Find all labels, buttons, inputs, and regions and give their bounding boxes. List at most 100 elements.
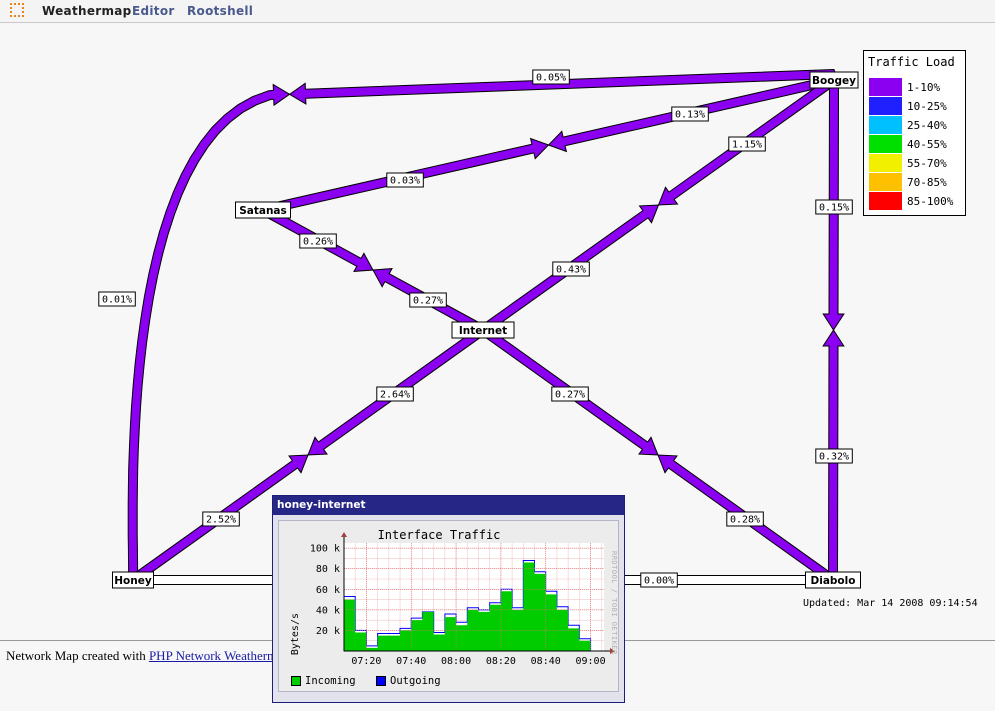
app-logo-icon xyxy=(10,3,24,17)
graph-legend-incoming: Incoming xyxy=(291,675,356,687)
legend-label: 1-10% xyxy=(907,81,941,94)
legend-label: 10-25% xyxy=(907,100,947,113)
node-internet[interactable]: Internet xyxy=(451,321,515,339)
x-tick-label: 08:40 xyxy=(531,656,561,667)
node-boogey[interactable]: Boogey xyxy=(809,71,859,89)
updated-timestamp: Updated: Mar 14 2008 09:14:54 xyxy=(803,598,978,609)
svg-text:0.32%: 0.32% xyxy=(819,452,849,463)
graph-legend-outgoing: Outgoing xyxy=(376,675,441,687)
x-tick-label: 07:20 xyxy=(351,656,381,667)
graph-legend-label: Incoming xyxy=(305,675,356,687)
popup-title: honey-internet xyxy=(273,496,624,515)
y-tick-label: 80 k xyxy=(316,564,340,575)
y-tick-label: 100 k xyxy=(310,544,340,555)
legend-swatch xyxy=(869,154,902,172)
link-boogey-diabolo[interactable] xyxy=(822,79,845,581)
series-incoming-area xyxy=(344,562,591,651)
legend-label: 70-85% xyxy=(907,176,947,189)
x-tick-label: 08:00 xyxy=(441,656,471,667)
legend-label: 55-70% xyxy=(907,157,947,170)
svg-text:Satanas: Satanas xyxy=(239,205,287,217)
rootshell-link[interactable]: Rootshell xyxy=(187,4,254,18)
svg-text:0.15%: 0.15% xyxy=(819,203,849,214)
svg-text:1.15%: 1.15% xyxy=(732,140,762,151)
editor-link[interactable]: Editor xyxy=(132,4,175,18)
legend-item: 85-100% xyxy=(869,192,963,211)
x-tick-label: 09:00 xyxy=(575,656,605,667)
link-load-label: 0.13% xyxy=(671,106,709,122)
svg-text:Internet: Internet xyxy=(459,325,507,337)
legend-label: 25-40% xyxy=(907,119,947,132)
legend-item: 1-10% xyxy=(869,78,963,97)
node-honey[interactable]: Honey xyxy=(112,571,154,589)
graph-legend-label: Outgoing xyxy=(390,675,441,687)
footer: Network Map created with PHP Network Wea… xyxy=(6,648,277,664)
svg-text:0.28%: 0.28% xyxy=(730,515,760,526)
link-load-label: 0.00% xyxy=(640,572,678,588)
x-axis-arrow xyxy=(610,648,615,654)
svg-text:0.05%: 0.05% xyxy=(536,73,566,84)
link-load-label: 0.01% xyxy=(98,291,136,307)
link-load-label: 0.03% xyxy=(386,172,424,188)
legend-swatch xyxy=(869,173,902,191)
footer-link[interactable]: PHP Network Weatherm xyxy=(148,648,278,663)
legend-swatch xyxy=(869,135,902,153)
link-load-label: 0.28% xyxy=(726,511,764,527)
link-load-label: 0.32% xyxy=(815,448,853,464)
app-title: Weathermap xyxy=(42,4,132,18)
svg-text:0.27%: 0.27% xyxy=(413,296,443,307)
legend-label: 40-55% xyxy=(907,138,947,151)
y-tick-label: 20 k xyxy=(316,626,340,637)
graph-y-axis-label: Bytes/s xyxy=(290,613,301,656)
top-toolbar: Weathermap Editor Rootshell xyxy=(0,0,995,23)
legend-item: 40-55% xyxy=(869,135,963,154)
legend-item: 10-25% xyxy=(869,97,963,116)
graph-credit: RRDTOOL / TOBI OETIKER xyxy=(610,551,618,655)
svg-text:0.26%: 0.26% xyxy=(303,237,333,248)
legend-item: 70-85% xyxy=(869,173,963,192)
legend-swatch xyxy=(869,116,902,134)
link-load-label: 0.05% xyxy=(532,69,570,85)
svg-text:0.03%: 0.03% xyxy=(390,176,420,187)
link-load-label: 0.27% xyxy=(409,292,447,308)
svg-text:0.43%: 0.43% xyxy=(556,265,586,276)
svg-text:2.64%: 2.64% xyxy=(380,390,410,401)
node-satanas[interactable]: Satanas xyxy=(235,201,291,219)
traffic-load-legend: Traffic Load 1-10% 10-25% 25-40% 40-55% … xyxy=(863,50,966,216)
svg-text:Honey: Honey xyxy=(114,575,152,587)
link-arrow[interactable] xyxy=(127,83,291,581)
outgoing-swatch xyxy=(376,676,386,686)
network-map: 0.01% 0.05% 0.03% 0.13% 0.43% 1.15% 0.15% 0.32%… xyxy=(98,68,861,592)
link-load-label: 0.43% xyxy=(552,261,590,277)
svg-text:Diabolo: Diabolo xyxy=(811,575,856,587)
graph-title: Interface Traffic xyxy=(377,528,501,542)
svg-text:0.00%: 0.00% xyxy=(644,576,674,587)
series-outgoing-line xyxy=(343,560,592,652)
link-load-label: 0.15% xyxy=(815,199,853,215)
legend-item: 25-40% xyxy=(869,116,963,135)
footer-text: Network Map created with xyxy=(6,648,149,663)
y-axis-arrow xyxy=(341,532,347,537)
legend-title: Traffic Load xyxy=(868,55,955,69)
incoming-swatch xyxy=(291,676,301,686)
link-satanas-internet[interactable] xyxy=(260,205,486,335)
y-tick-label: 40 k xyxy=(316,605,340,616)
link-load-label: 0.26% xyxy=(299,233,337,249)
legend-item: 55-70% xyxy=(869,154,963,173)
legend-swatch xyxy=(869,78,902,96)
x-tick-label: 08:20 xyxy=(486,656,516,667)
link-load-label: 2.52% xyxy=(202,511,240,527)
legend-swatch xyxy=(869,97,902,115)
svg-text:Boogey: Boogey xyxy=(812,75,856,87)
svg-text:2.52%: 2.52% xyxy=(206,515,236,526)
node-diabolo[interactable]: Diabolo xyxy=(805,571,861,589)
legend-swatch xyxy=(869,192,902,210)
link-load-label: 2.64% xyxy=(376,386,414,402)
y-tick-label: 60 k xyxy=(316,585,340,596)
link-load-label: 1.15% xyxy=(728,136,766,152)
link-load-label: 0.27% xyxy=(551,386,589,402)
svg-text:0.13%: 0.13% xyxy=(675,110,705,121)
